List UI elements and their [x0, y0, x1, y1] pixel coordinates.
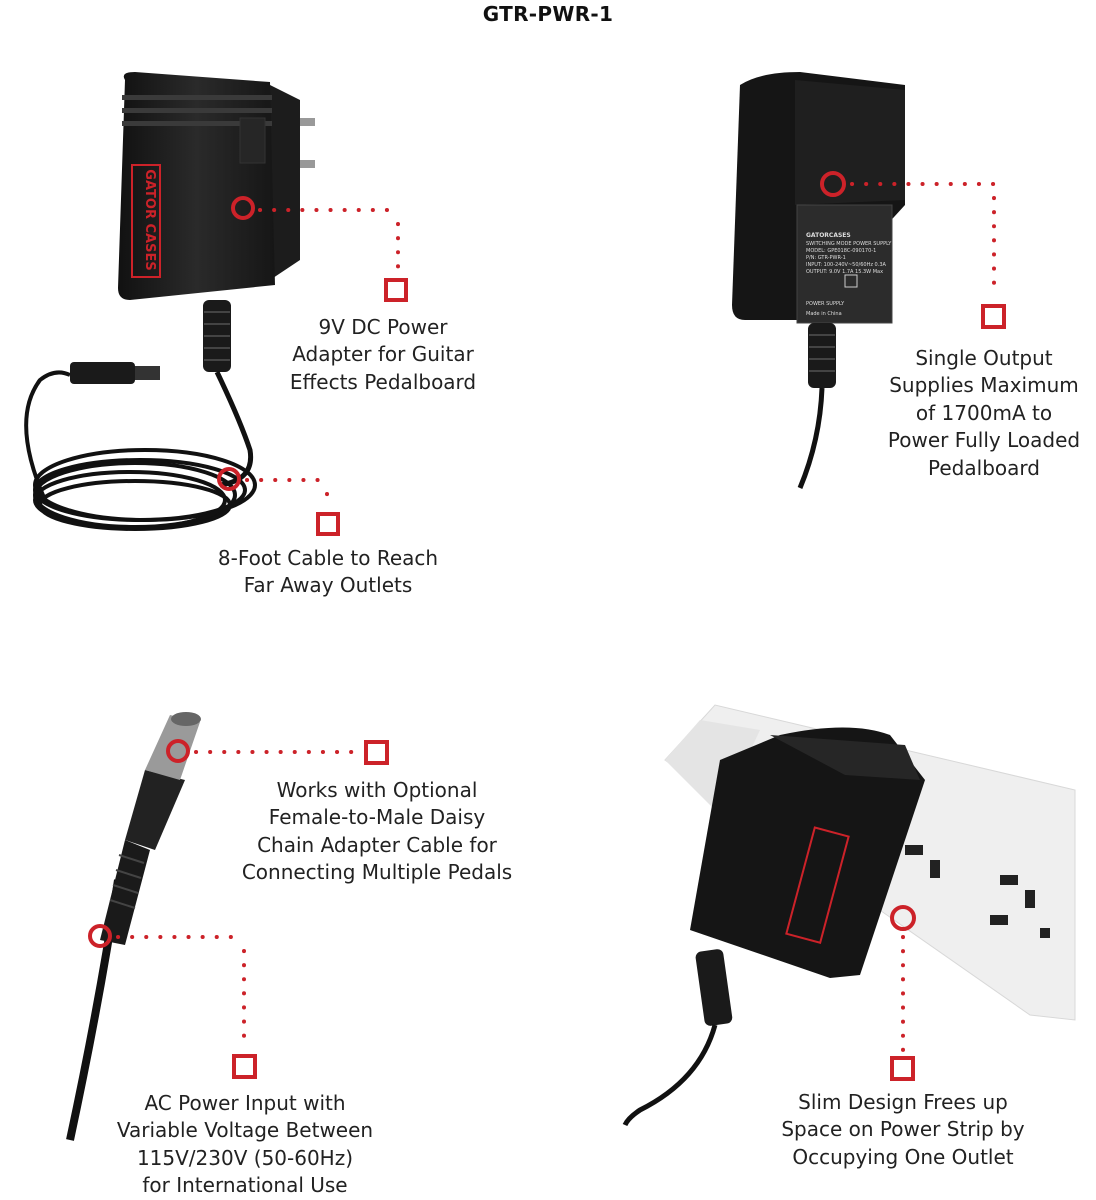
callout-adapter: 9V DC Power Adapter for Guitar Effects P…	[248, 314, 518, 396]
callout-slim: Slim Design Frees up Space on Power Stri…	[760, 1089, 1046, 1171]
gator-logo-icon	[785, 826, 850, 945]
callout-line: Chain Adapter Cable for	[257, 832, 497, 857]
label-line: OUTPUT: 9.0V 1.7A 15.3W Max	[806, 269, 883, 275]
target-marker-icon	[88, 924, 112, 948]
callout-cable: 8-Foot Cable to Reach Far Away Outlets	[178, 545, 478, 600]
callout-markers	[88, 171, 1006, 1081]
label-line: POWER SUPPLY	[806, 301, 845, 307]
callout-square-icon	[890, 1056, 915, 1081]
callout-line: Adapter for Guitar	[292, 342, 474, 367]
callout-ac-input: AC Power Input with Variable Voltage Bet…	[100, 1090, 390, 1200]
gator-logo-icon: GATOR CASES	[131, 164, 161, 278]
callout-line: for International Use	[142, 1173, 348, 1198]
dc-plug-image	[66, 712, 201, 1141]
callout-square-icon	[384, 278, 408, 302]
callout-line: Space on Power Strip by	[781, 1117, 1025, 1142]
callout-line: Effects Pedalboard	[289, 369, 477, 394]
callout-daisy: Works with Optional Female-to-Male Daisy…	[222, 777, 532, 887]
callout-line: 9V DC Power	[318, 315, 448, 339]
callout-line: Variable Voltage Between	[116, 1118, 374, 1143]
adapter-front-image: GATOR CASES	[24, 72, 315, 531]
callout-line: AC Power Input with	[144, 1091, 346, 1115]
callout-square-icon	[364, 740, 389, 765]
callout-line: 115V/230V (50-60Hz)	[136, 1145, 354, 1170]
callout-line: Far Away Outlets	[243, 573, 413, 598]
callout-line: 8-Foot Cable to Reach	[217, 546, 439, 570]
label-line: P/N: GTR-PWR-1	[806, 255, 846, 261]
label-line: INPUT: 100-240V~50/60Hz 0.3A	[806, 262, 887, 268]
callout-square-icon	[232, 1054, 257, 1079]
brand-text: GATOR CASES	[142, 169, 157, 270]
callout-line: Supplies Maximum	[889, 373, 1079, 398]
target-marker-icon	[217, 467, 241, 491]
callout-line: Female-to-Male Daisy	[268, 805, 486, 830]
label-line: GATORCASES	[806, 232, 851, 239]
label-line: MODEL: GPE018C-090170-1	[806, 248, 876, 254]
target-marker-icon	[890, 905, 916, 931]
product-title: GTR-PWR-1	[482, 2, 614, 26]
callout-line: Slim Design Frees up	[798, 1090, 1008, 1114]
callout-line: Pedalboard	[928, 455, 1040, 480]
label-line: SWITCHING MODE POWER SUPPLY	[806, 241, 892, 247]
callout-square-icon	[981, 304, 1006, 329]
label-line: Made in China	[806, 311, 842, 317]
target-marker-icon	[166, 739, 190, 763]
callout-line: Connecting Multiple Pedals	[241, 860, 513, 885]
power-strip-image	[622, 704, 1076, 1127]
adapter-side-image: GATORCASES SWITCHING MODE POWER SUPPLY M…	[732, 72, 905, 489]
target-marker-icon	[820, 171, 846, 197]
target-marker-icon	[231, 196, 255, 220]
callout-line: of 1700mA to	[915, 400, 1053, 425]
callout-line: Occupying One Outlet	[792, 1144, 1014, 1169]
callout-output: Single Output Supplies Maximum of 1700mA…	[876, 345, 1092, 482]
callout-square-icon	[316, 512, 340, 536]
callout-line: Power Fully Loaded	[887, 428, 1081, 453]
callout-line: Single Output	[915, 346, 1053, 370]
callout-line: Works with Optional	[276, 778, 478, 802]
